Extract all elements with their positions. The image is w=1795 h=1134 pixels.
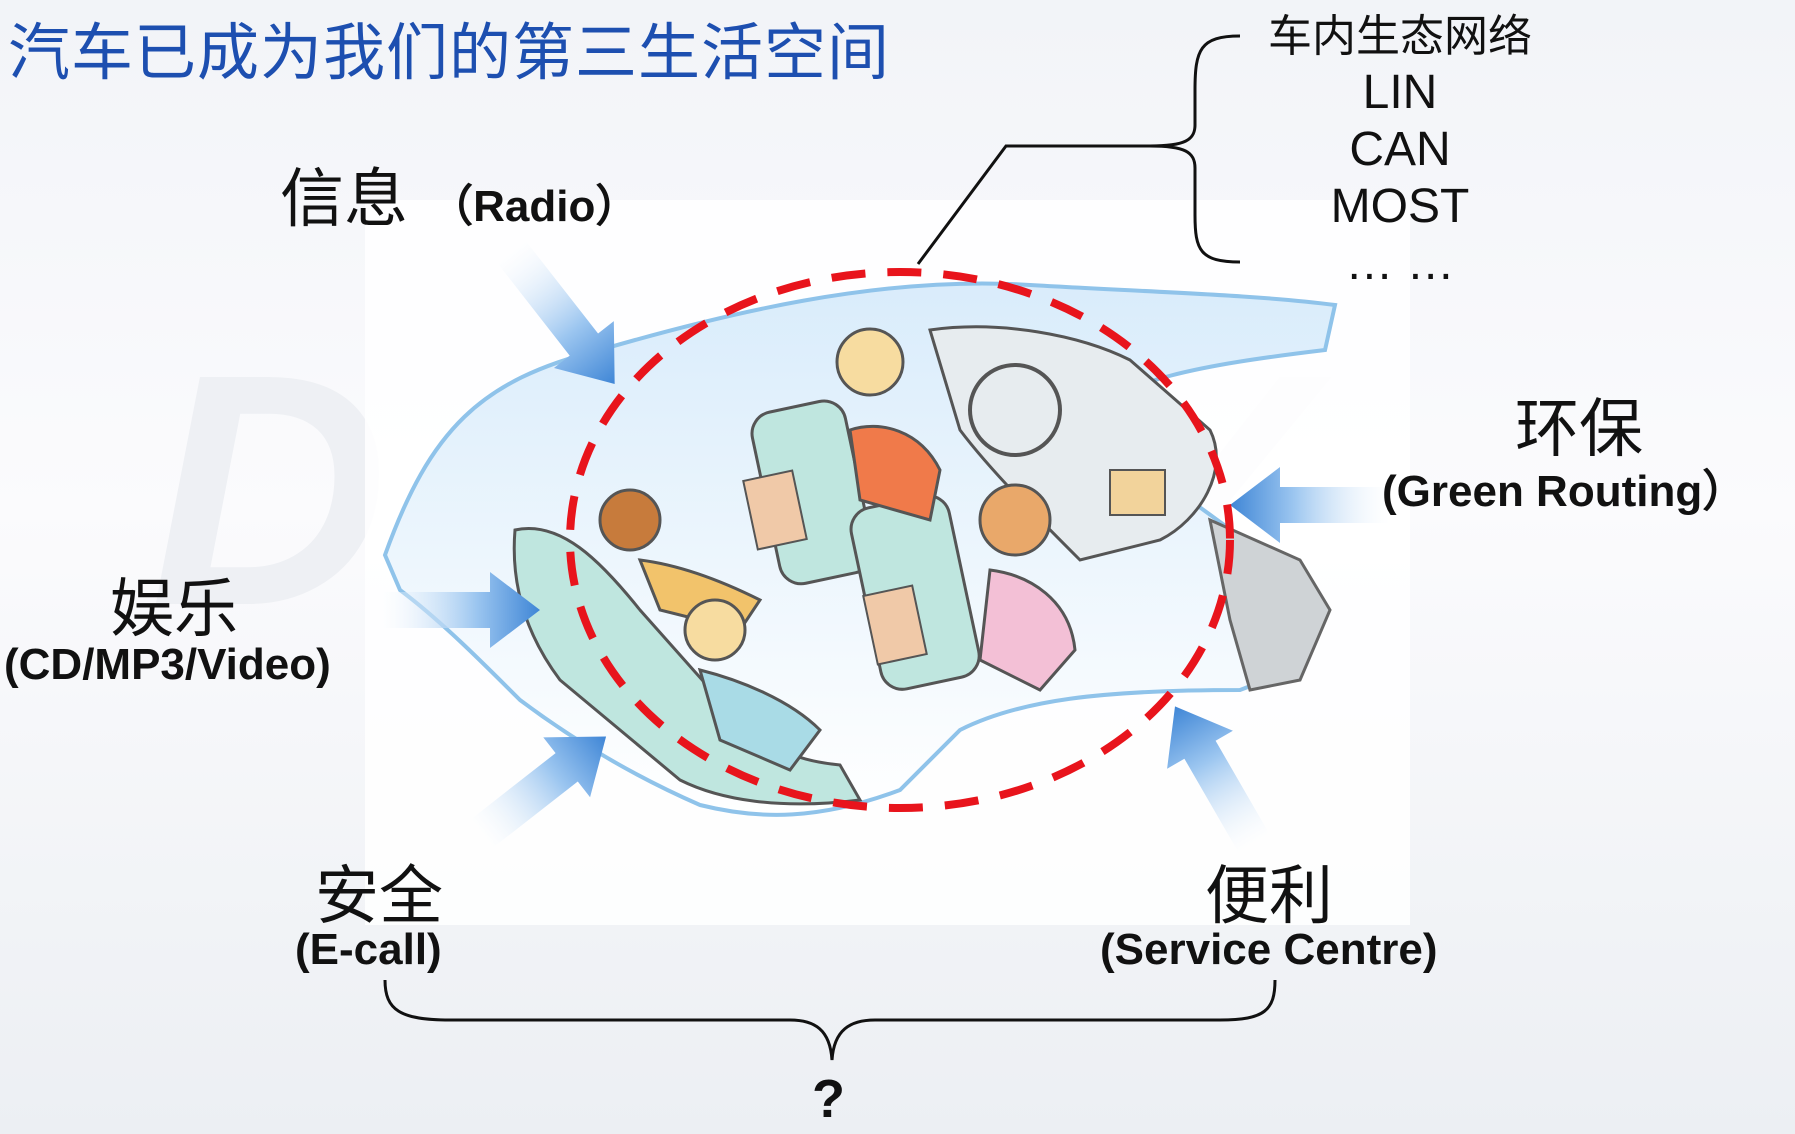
bottom-question-mark: ? — [812, 1069, 845, 1129]
rear-child-2-head — [683, 598, 747, 662]
label-convenience-cn: 便利 — [1205, 860, 1333, 934]
network-item-most: MOST — [1330, 180, 1470, 233]
label-convenience-en: (Service Centre) — [1100, 925, 1438, 974]
arrow-info — [495, 238, 615, 384]
network-brace — [1149, 34, 1241, 264]
network-item-more: … … — [1345, 237, 1455, 290]
driver-body — [848, 424, 942, 522]
arrow-entertainment — [380, 572, 540, 648]
arrow-safety — [468, 736, 607, 850]
label-info-cn: 信息 — [280, 163, 408, 237]
rear-seat — [512, 527, 863, 806]
network-heading: 车内生态网络 — [1268, 11, 1532, 62]
label-environment-cn: 环保 — [1515, 393, 1643, 467]
seat-screen-2 — [862, 584, 928, 666]
seat-screen-1 — [742, 469, 808, 551]
driver-head — [835, 327, 905, 397]
center-display — [1109, 469, 1166, 516]
in-car-network-list: 车内生态网络 LIN CAN MOST … … — [1235, 0, 1565, 292]
label-entertainment-cn: 娱乐 — [110, 573, 238, 647]
rear-child-2-body — [697, 667, 822, 772]
arrow-convenience — [1167, 706, 1271, 854]
in-car-network-highlight — [566, 268, 1234, 812]
label-entertainment-en: (CD/MP3/Video) — [4, 640, 331, 689]
label-safety-en: (E-call) — [295, 925, 442, 974]
rear-child-1-head — [598, 488, 662, 552]
label-safety-cn: 安全 — [315, 860, 443, 934]
passenger-head — [978, 483, 1052, 557]
engine-block — [1207, 517, 1332, 692]
arrow-environment — [1230, 467, 1390, 543]
label-environment-en: (Green Routing） — [1382, 467, 1747, 516]
network-item-can: CAN — [1349, 123, 1451, 176]
network-item-lin: LIN — [1362, 66, 1438, 119]
passenger-body — [978, 568, 1077, 692]
steering-wheel — [968, 363, 1062, 457]
label-info: 信息 （Radio） — [280, 148, 639, 240]
slide-title: 汽车已成为我们的第三生活空间 — [8, 16, 891, 89]
label-info-en: （Radio） — [429, 182, 640, 231]
bottom-brace — [383, 979, 1277, 1061]
network-connector-line — [916, 144, 1150, 265]
